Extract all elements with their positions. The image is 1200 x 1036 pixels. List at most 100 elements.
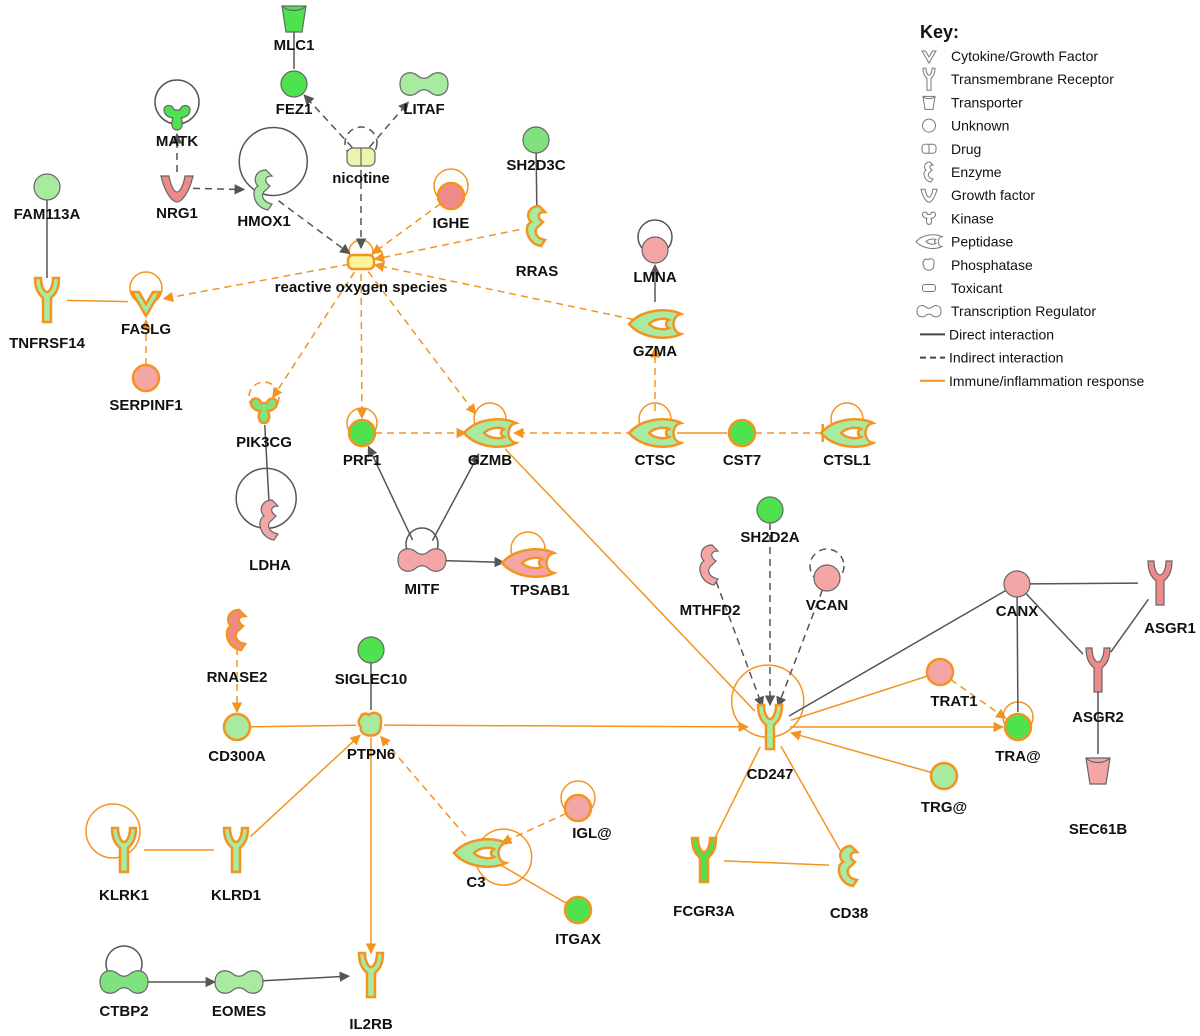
growth-factor-icon	[920, 188, 938, 203]
node-label: FCGR3A	[673, 903, 735, 920]
node-gzma[interactable]: GZMA	[627, 309, 685, 360]
node-klrk1-receptor-icon	[110, 826, 138, 874]
node-ighe[interactable]: IGHE	[433, 181, 470, 232]
node-pik3cg[interactable]: PIK3CG	[236, 397, 292, 452]
node-itgax[interactable]: ITGAX	[555, 895, 601, 948]
node-il2rb[interactable]: IL2RB	[349, 951, 393, 1033]
transporter-icon	[922, 95, 936, 110]
edge-nicotine-to-litaf	[368, 101, 410, 148]
node-sec61b[interactable]: SEC61B	[1069, 757, 1128, 838]
legend-item-indirect-interaction: Indirect interaction	[920, 350, 1063, 366]
legend: Key: Cytokine/Growth FactorTransmembrane…	[915, 22, 1145, 389]
node-label: FAM113A	[14, 206, 81, 223]
node-fez1[interactable]: FEZ1	[276, 70, 313, 118]
node-cd300a[interactable]: CD300A	[208, 712, 266, 765]
cytokine-icon	[921, 50, 937, 64]
node-ctsc[interactable]: CTSC	[627, 418, 685, 469]
node-label: SH2D3C	[506, 157, 565, 174]
node-igl-circle-icon	[563, 793, 593, 823]
node-label: RRAS	[516, 263, 559, 280]
node-nrg1[interactable]: NRG1	[156, 175, 198, 222]
node-eomes[interactable]: EOMES	[212, 970, 266, 1020]
node-ctbp2[interactable]: CTBP2	[99, 970, 149, 1020]
node-label: VCAN	[806, 597, 849, 614]
node-serpinf1[interactable]: SERPINF1	[109, 363, 183, 414]
node-rnase2[interactable]: RNASE2	[207, 608, 268, 686]
node-mthfd2[interactable]: MTHFD2	[680, 544, 741, 619]
node-sh2d2a[interactable]: SH2D2A	[740, 496, 800, 546]
node-asgr2-receptor-icon	[1085, 647, 1111, 693]
node-mlc1[interactable]: MLC1	[274, 5, 315, 54]
legend-label: Enzyme	[951, 164, 1002, 180]
legend-item-kinase: Kinase	[921, 210, 994, 226]
node-rras[interactable]: RRAS	[516, 204, 559, 280]
self-loop-klrk1	[85, 803, 141, 859]
node-rras-enzyme-icon	[525, 204, 549, 248]
edge-sh2d3c-to-rras	[535, 152, 538, 207]
edge-canx-to-cd247	[788, 589, 1007, 717]
kinase-icon	[921, 211, 937, 225]
node-ctsl1[interactable]: CTSL1	[819, 418, 877, 469]
node-mitf[interactable]: MITF	[397, 548, 447, 598]
legend-item-immune-inflammation-response: Immune/inflammation response	[920, 373, 1145, 389]
transcription-regulator-icon	[916, 305, 942, 318]
node-faslg[interactable]: FASLG	[121, 290, 171, 338]
legend-item-peptidase: Peptidase	[915, 234, 1013, 250]
node-vcan[interactable]: VCAN	[806, 564, 849, 614]
edge-ros-to-pik3cg	[272, 271, 356, 399]
legend-title: Key:	[920, 22, 959, 42]
node-prf1[interactable]: PRF1	[343, 418, 381, 469]
edge-vcan-to-cd247	[776, 589, 824, 708]
node-nicotine[interactable]: nicotine	[332, 147, 390, 187]
node-asgr2[interactable]: ASGR2	[1072, 647, 1124, 726]
node-klrd1-receptor-icon	[222, 826, 250, 874]
node-gzmb[interactable]: GZMB	[462, 418, 520, 469]
node-label: SIGLEC10	[335, 671, 408, 688]
node-trg[interactable]: TRG@	[921, 761, 967, 816]
node-tra[interactable]: TRA@	[995, 712, 1041, 765]
node-cd247[interactable]: CD247	[747, 703, 794, 783]
node-lmna[interactable]: LMNA	[633, 236, 677, 286]
node-label: SEC61B	[1069, 821, 1128, 838]
node-tnfrsf14[interactable]: TNFRSF14	[9, 276, 86, 352]
edge-pik3cg-to-ldha	[264, 424, 270, 501]
node-trat1[interactable]: TRAT1	[925, 657, 978, 710]
node-matk[interactable]: MATK	[156, 104, 198, 151]
node-cd38[interactable]: CD38	[830, 844, 868, 922]
node-sh2d3c[interactable]: SH2D3C	[506, 126, 566, 174]
node-ctbp2-txreg-icon	[99, 970, 149, 994]
node-ldha[interactable]: LDHA	[249, 499, 291, 574]
node-klrk1[interactable]: KLRK1	[99, 826, 149, 904]
node-siglec10[interactable]: SIGLEC10	[335, 636, 408, 688]
phosphatase-icon	[922, 258, 935, 271]
node-hmox1[interactable]: HMOX1	[237, 169, 291, 230]
node-cd38-enzyme-icon	[837, 844, 861, 888]
edge-klrd1-to-ptpn6	[250, 734, 361, 837]
edge-canx-to-tra	[1016, 596, 1019, 713]
edges	[46, 32, 1150, 988]
node-c3[interactable]: C3	[452, 838, 510, 891]
node-igl[interactable]: IGL@	[563, 793, 612, 842]
edge-trg-to-cd247	[790, 730, 932, 774]
node-tpsab1[interactable]: TPSAB1	[500, 548, 570, 599]
node-label: MITF	[405, 581, 440, 598]
node-label: MATK	[156, 133, 198, 150]
node-label: HMOX1	[237, 213, 290, 230]
legend-label: Unknown	[951, 118, 1009, 134]
node-fcgr3a[interactable]: FCGR3A	[673, 836, 735, 920]
node-ros[interactable]: reactive oxygen species	[275, 253, 448, 296]
node-klrd1[interactable]: KLRD1	[211, 826, 261, 904]
node-litaf-txreg-icon	[399, 72, 449, 96]
edge-c3-to-ptpn6	[380, 735, 467, 837]
node-canx[interactable]: CANX	[996, 570, 1039, 620]
node-ptpn6[interactable]: PTPN6	[347, 711, 395, 763]
node-mthfd2-enzyme-icon	[699, 544, 720, 586]
node-ctsc-peptidase-icon	[627, 418, 685, 448]
node-ldha-enzyme-icon	[259, 499, 280, 541]
node-asgr1[interactable]: ASGR1	[1144, 560, 1196, 637]
edge-trat1-to-cd247	[790, 675, 928, 721]
node-fam113a[interactable]: FAM113A	[14, 173, 81, 223]
edge-nrg1-to-hmox1	[192, 184, 246, 195]
node-cst7[interactable]: CST7	[723, 418, 761, 469]
node-litaf[interactable]: LITAF	[399, 72, 449, 118]
